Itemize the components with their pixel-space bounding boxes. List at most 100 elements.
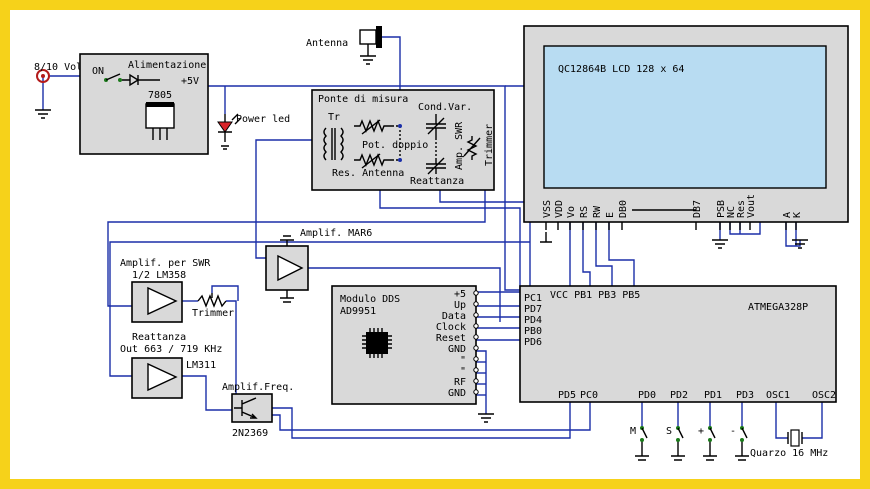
dds-pin-pad [473,389,479,395]
antenna-label: Antenna [306,38,348,49]
mcu-box [519,285,837,403]
lcd-ground-symbols [540,232,808,249]
schematic-frame: 8/10 Volt Alimentazione ON 7805 +5V Powe… [10,10,860,479]
mcu-left-pin: PD6 [524,337,542,348]
lcd-pin-label: Vo [566,206,577,218]
dds-pin-label: RF [454,377,466,388]
schematic-diagram: 8/10 Volt Alimentazione ON 7805 +5V Powe… [34,25,849,461]
mcu-bottom-pin: PD2 [670,390,688,401]
mcu-bottom-pin: PD5 [558,390,576,401]
diode-icon [122,73,160,87]
lcd-screen [543,45,827,189]
switch-lever [703,427,717,461]
mcu-bottom-pin: OSC2 [812,390,836,401]
mcu-top-pins: VCC PB1 PB3 PB5 [550,290,640,301]
dds-pin-pad [473,345,479,351]
transformer-label: Tr [328,112,340,123]
lcd-pin-label: DB7 [692,200,703,218]
dds-pin-label: Clock [436,322,466,333]
push-button-2: + [698,426,717,461]
input-jack [35,69,51,119]
dds-chip-label: AD9951 [340,306,376,317]
react-amp-label-1: Reattanza [132,332,186,343]
input-voltage-label: 8/10 Volt [34,62,88,73]
cap-label: Cond.Var. [418,102,472,113]
mcu-left-pin: PB0 [524,326,542,337]
lcd-pin-label: DB0 [618,200,629,218]
react-amp-icon [147,362,178,392]
lcd-pin-label: A [782,212,793,218]
antenna-connector-icon [359,26,382,65]
dds-pin-label: " [460,366,466,377]
dds-pin-label: GND [448,388,466,399]
lcd-model-label: QC12864B LCD 128 x 64 [558,64,684,75]
dds-pin-pad [473,312,479,318]
res-antenna-label: Res. Antenna [332,168,404,179]
mcu-left-pin: PC1 [524,293,542,304]
dds-pin-pad [473,356,479,362]
switch-lever [635,427,649,461]
reactance-label: Reattanza [410,176,464,187]
dds-pin-label: Data [442,311,466,322]
lcd-pin-label: RW [592,205,603,218]
push-button-0: M [630,426,649,461]
lcd-pin-label: K [792,212,803,218]
pot-label: Pot. doppio [362,140,428,151]
dds-pin-label: Up [454,300,466,311]
react-amp-label-2: Out 663 / 719 KHz [120,344,222,355]
dds-pin-pad [473,290,479,296]
dds-title: Modulo DDS [340,294,400,305]
mcu-bottom-pin: PC0 [580,390,598,401]
dds-pin-pad [473,367,479,373]
freq-amp-label: Amplif.Freq. [222,382,294,393]
regulator-icon [145,102,175,140]
mcu-left-pin: PD7 [524,304,542,315]
power-led-icon [217,113,242,150]
lcd-pin-label: PSB [716,200,727,218]
switch-contact [708,438,712,442]
dds-ground-symbol [478,413,494,423]
lcd-pin-label: VSS [542,200,553,218]
transformer-icon [323,127,344,161]
dds-pin-label: " [460,355,466,366]
power-switch-label: ON [92,66,104,77]
swr-trimmer-resistor-icon [197,293,227,308]
swr-amp-icon [147,286,178,316]
lcd-pin-label: Res [736,200,747,218]
switch-lever [735,427,749,461]
switch-contact [740,438,744,442]
variable-capacitor-icon [426,114,446,175]
swr-trimmer-icon [463,136,481,160]
mar6-label: Amplif. MAR6 [300,228,372,239]
lcd-pin-label: VDD [554,200,565,218]
power-switch [104,73,122,82]
power-led-label: Power led [236,114,290,125]
amp-swr-label: Amp. SWR [454,121,465,170]
dds-pin-pad [473,323,479,329]
power-supply-title: Alimentazione [128,60,206,71]
swr-amp-label-2: 1/2 LM358 [132,270,186,281]
dds-chip-icon [362,328,392,358]
switch-contact [676,438,680,442]
mcu-bottom-pin: PD0 [638,390,656,401]
mcu-name: ATMEGA328P [748,302,808,313]
lcd-pin-label: E [605,212,616,218]
dds-pin-pad [473,301,479,307]
mcu-bottom-pin: PD3 [736,390,754,401]
switch-lever [671,427,685,461]
swr-amp-label-1: Amplif. per SWR [120,258,211,269]
power-output-label: +5V [181,76,199,87]
push-button-label: S [666,426,672,437]
mar6-amplifier-icon [277,235,304,303]
lcd-pin-label: RS [579,206,590,218]
power-supply-box [79,53,209,155]
mcu-left-pin: PD4 [524,315,542,326]
transistor-icon [234,397,258,419]
double-pot-icon [354,119,402,169]
switch-contact [640,438,644,442]
crystal-icon [787,429,803,447]
lcd-pin-label: NC [726,206,737,218]
dds-pin-pad [473,378,479,384]
